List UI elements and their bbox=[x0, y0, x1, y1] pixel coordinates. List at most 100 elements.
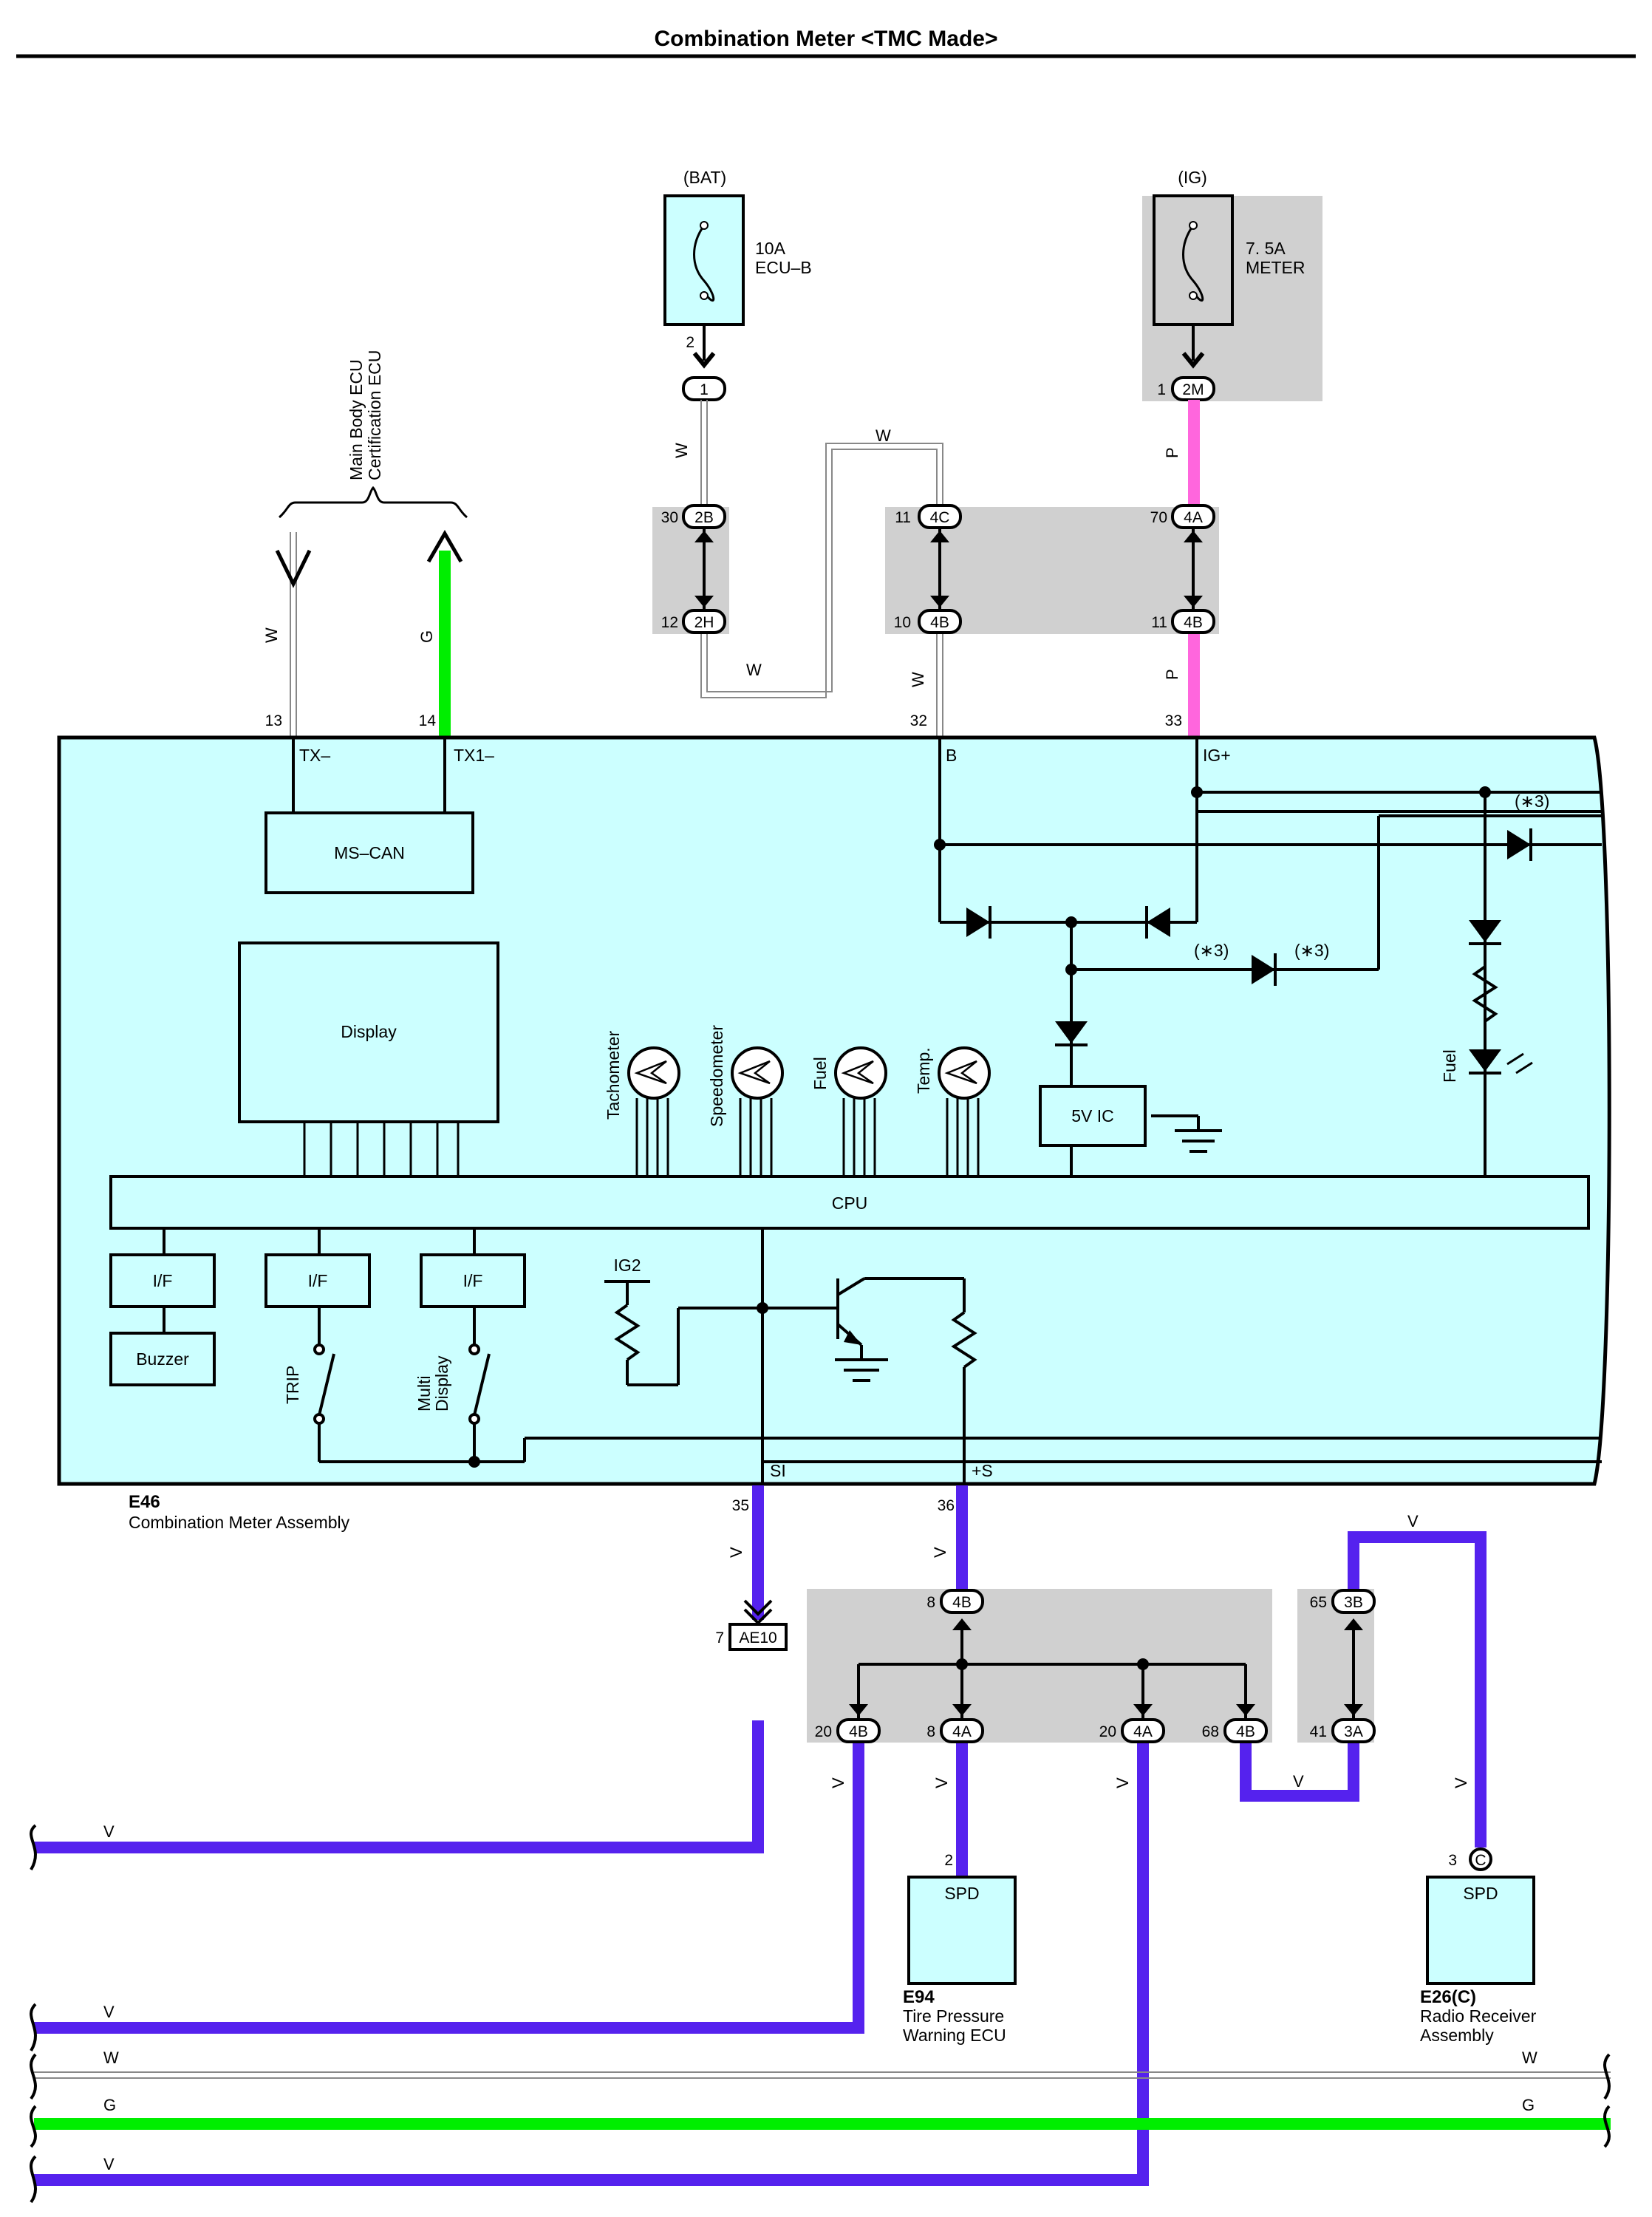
junction-41-3a-label: 3A bbox=[1344, 1723, 1363, 1740]
bottom-wires: W W G G bbox=[34, 2049, 1611, 2130]
junction-4a: 70 4A 11 4B bbox=[1150, 504, 1215, 634]
wire-label-g-bottom-right: G bbox=[1522, 2096, 1535, 2114]
display-bus bbox=[303, 1122, 460, 1176]
gauge-temp: Temp. bbox=[914, 1046, 991, 1176]
node-lower-1 bbox=[956, 1658, 968, 1670]
ecu-e26: 3 C SPD E26(C) Radio Receiver Assembly bbox=[1420, 1848, 1537, 2045]
gauge-tachometer: Tachometer bbox=[604, 1030, 680, 1176]
junction-20-4b-label: 4B bbox=[849, 1723, 868, 1740]
fuse-ig-connector: 2M bbox=[1182, 381, 1204, 398]
external-ecu-line2: Certification ECU bbox=[365, 350, 384, 480]
junction-area-3b bbox=[1297, 1589, 1374, 1743]
fuel-resistor bbox=[1472, 965, 1498, 1023]
ecu-e94-block: SPD bbox=[944, 1884, 979, 1903]
pin-33-name: IG+ bbox=[1203, 746, 1231, 765]
ecu-e94-code: E94 bbox=[903, 1987, 935, 2007]
fuse-bat-source: (BAT) bbox=[683, 168, 726, 187]
ig2-label: IG2 bbox=[613, 1256, 641, 1275]
cpu-block bbox=[109, 1175, 1590, 1230]
junction-2b-label: 2B bbox=[694, 509, 714, 526]
wire-label-v2: V bbox=[931, 1547, 949, 1558]
junction-4b-ig-label: 4B bbox=[1184, 614, 1203, 631]
if-3-label: I/F bbox=[463, 1271, 483, 1290]
wire-label-v11: V bbox=[103, 2155, 115, 2173]
led-rays bbox=[1506, 1052, 1533, 1075]
wire-label-p2: P bbox=[1163, 669, 1181, 680]
wire-label-g-bottom-left: G bbox=[103, 2096, 116, 2114]
wire-label-v8: V bbox=[1452, 1777, 1470, 1788]
pin-13-num: 13 bbox=[265, 712, 282, 729]
ic-5v-label: 5V IC bbox=[1071, 1106, 1114, 1125]
ecu-e94-line1: Tire Pressure bbox=[903, 2006, 1004, 2026]
node-fuel-lamp bbox=[1479, 786, 1491, 798]
connector-ae10-pin: 7 bbox=[715, 1629, 724, 1646]
transistor-arrow bbox=[844, 1330, 861, 1345]
trip-label: TRIP bbox=[283, 1366, 302, 1404]
wire-label-w4: W bbox=[909, 672, 927, 687]
break-marks-right bbox=[1603, 2053, 1611, 2148]
wire-label-w3: W bbox=[746, 661, 762, 679]
note-3-c: (∗3) bbox=[1515, 791, 1549, 811]
junction-8-4b-label: 4B bbox=[952, 1594, 972, 1611]
junction-20-4a-pin: 20 bbox=[1099, 1723, 1116, 1740]
fuel-led bbox=[1469, 1049, 1501, 1072]
fuse-ig-name: METER bbox=[1246, 258, 1305, 277]
lower-junction-arrows bbox=[849, 1618, 1363, 1716]
junction-4b-pin: 10 bbox=[894, 614, 911, 631]
connector-ae10-label: AE10 bbox=[739, 1629, 776, 1646]
ecu-e26-line1: Radio Receiver bbox=[1420, 2006, 1537, 2026]
wire-label-v9: V bbox=[103, 1822, 115, 1841]
pin-36-num: 36 bbox=[938, 1497, 955, 1514]
violet-wire-labels: V V V V V V V V V V V bbox=[103, 1512, 1470, 2173]
diode-note bbox=[1252, 955, 1275, 984]
wire-bat-w bbox=[700, 400, 943, 738]
violet-wires bbox=[34, 1485, 1487, 2186]
wire-label-v4: V bbox=[932, 1777, 951, 1788]
junction-2b: 30 2B 12 2H bbox=[661, 504, 726, 634]
external-ecu-line1: Main Body ECU bbox=[347, 359, 366, 480]
junction-20-4b-pin: 20 bbox=[815, 1723, 832, 1740]
junction-65-3b-label: 3B bbox=[1344, 1594, 1363, 1611]
meter-code: E46 bbox=[129, 1492, 160, 1512]
wire-label-v3: V bbox=[829, 1777, 847, 1788]
junction-8-4a-pin: 8 bbox=[926, 1723, 935, 1740]
fuse-ig-source: (IG) bbox=[1178, 168, 1207, 187]
break-marks-left bbox=[30, 1824, 37, 2204]
ecu-e26-code: E26(C) bbox=[1420, 1987, 1476, 2007]
junction-2b-pin: 30 bbox=[661, 509, 678, 526]
multi-display-switch bbox=[468, 1307, 1602, 1463]
wire-label-v7: V bbox=[1407, 1512, 1419, 1530]
cpu-label: CPU bbox=[832, 1193, 868, 1213]
pin-32-name: B bbox=[946, 746, 957, 765]
wire-label-v6: V bbox=[1293, 1772, 1304, 1791]
junction-8-4b-pin: 8 bbox=[926, 1594, 935, 1611]
wire-label-w-bottom-left: W bbox=[103, 2049, 119, 2067]
pin-14-name: TX1– bbox=[454, 746, 494, 765]
fuse-ig-rating: 7. 5A bbox=[1246, 239, 1286, 258]
multi-label-1: Multi bbox=[414, 1375, 434, 1411]
wire-label-g-tx: G bbox=[417, 630, 436, 643]
display-label: Display bbox=[341, 1022, 397, 1041]
node-5v-in bbox=[1065, 964, 1077, 975]
mscan-label: MS–CAN bbox=[334, 843, 405, 862]
wire-label-w-bottom-right: W bbox=[1522, 2049, 1537, 2067]
pin-13-name: TX– bbox=[299, 746, 330, 765]
node-lower-2 bbox=[1137, 1658, 1149, 1670]
junction-4c: 11 4C 10 4B bbox=[894, 504, 962, 634]
junction-4c-label: 4C bbox=[930, 509, 950, 526]
power-circuit bbox=[938, 739, 1602, 1176]
wire-label-w1: W bbox=[672, 443, 691, 458]
if-2-label: I/F bbox=[308, 1271, 328, 1290]
diode-ig bbox=[1147, 907, 1170, 937]
junction-41-3a-pin: 41 bbox=[1310, 1723, 1327, 1740]
wire-label-v1: V bbox=[727, 1547, 745, 1558]
gauge-temp-label: Temp. bbox=[914, 1047, 933, 1094]
diode-b bbox=[966, 907, 990, 937]
pin-32-num: 32 bbox=[910, 712, 927, 729]
pin-33-num: 33 bbox=[1165, 712, 1182, 729]
ic-5v-block bbox=[1039, 1085, 1147, 1147]
fuse-bat-pin: 2 bbox=[686, 334, 694, 351]
node-b bbox=[934, 839, 946, 851]
fuel-lamp-label: Fuel bbox=[1440, 1049, 1459, 1083]
